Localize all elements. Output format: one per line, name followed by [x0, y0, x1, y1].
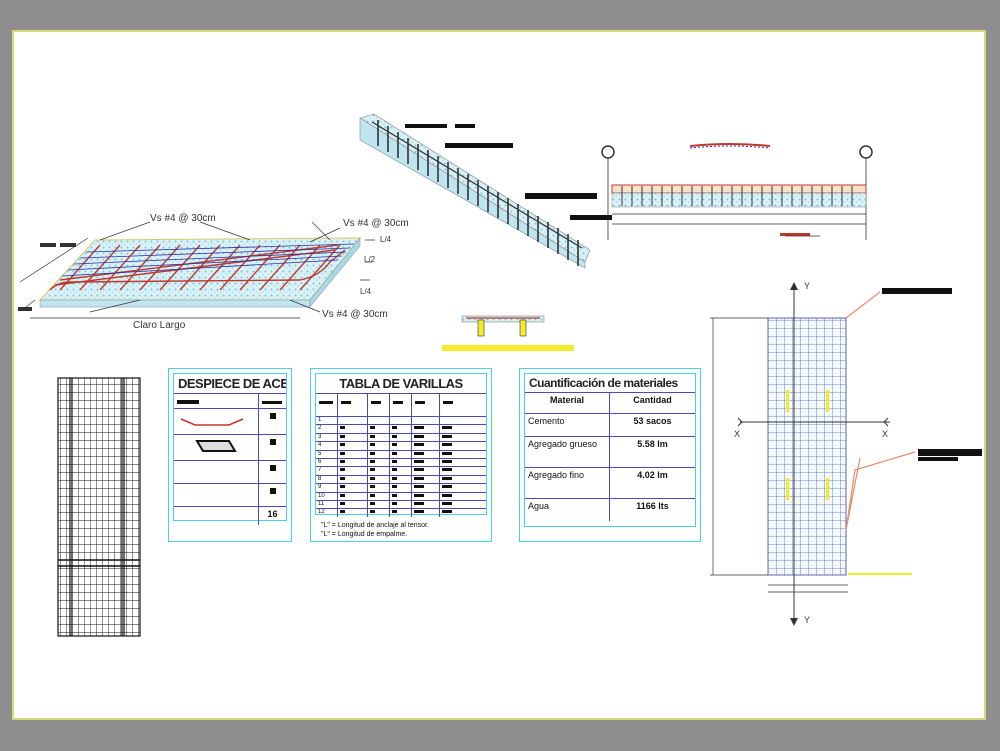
material-agregado-fino: Agregado fino	[525, 468, 610, 498]
varillas-row-number: 7	[316, 467, 338, 475]
varillas-row-number: 11	[316, 500, 338, 509]
varillas-row: 4	[316, 442, 486, 451]
materiales-table: Cuantificación de materiales Material Ca…	[519, 368, 701, 542]
varillas-row-number: 5	[316, 450, 338, 458]
material-agregado-grueso: Agregado grueso	[525, 437, 610, 467]
varillas-row: 2	[316, 425, 486, 434]
varillas-row-number: 10	[316, 492, 338, 500]
varillas-row: 9	[316, 484, 486, 493]
varillas-row: 10	[316, 492, 486, 501]
bent-bar-icon	[180, 418, 244, 426]
label-vs-bottom: Vs #4 @ 30cm	[322, 309, 388, 320]
label-claro-largo: Claro Largo	[133, 320, 186, 331]
varillas-header-row	[316, 394, 486, 417]
slab-isometric-view	[18, 221, 375, 319]
materiales-title: Cuantificación de materiales	[525, 374, 695, 393]
varillas-row-number: 12	[316, 509, 338, 517]
cantidad-agregado-grueso: 5.58 lm	[637, 439, 668, 449]
despiece-title: DESPIECE DE ACERO	[174, 374, 286, 394]
label-l2: L/2	[364, 255, 376, 264]
despiece-table: DESPIECE DE ACERO 16	[168, 368, 292, 542]
varillas-row: 6	[316, 458, 486, 468]
varillas-row: 12	[316, 509, 486, 517]
varillas-row-number: 1	[316, 417, 338, 425]
despiece-last-mark: 16	[267, 509, 278, 519]
beam-elevation-section	[601, 143, 873, 240]
cantidad-agua: 1166 lts	[636, 501, 669, 511]
stirrup-icon	[195, 440, 237, 452]
varillas-note-2: "L" = Longitud de empalme.	[321, 531, 408, 538]
axis-label-y-bottom: Y	[804, 615, 811, 625]
varillas-row: 8	[316, 475, 486, 485]
varillas-note-1: "L" = Longitud de anclaje al tensor.	[321, 522, 429, 529]
label-l4-bottom: L/4	[360, 287, 372, 296]
column-reinforcement-grid	[57, 377, 141, 637]
material-cemento: Cemento	[525, 414, 610, 436]
varillas-row: 11	[316, 500, 486, 510]
varillas-row: 5	[316, 450, 486, 459]
beam-diagonal-view	[359, 113, 612, 269]
cantidad-cemento: 53 sacos	[633, 416, 672, 426]
axis-label-y-top: Y	[804, 281, 811, 291]
varillas-row: 1	[316, 417, 486, 426]
cantidad-agregado-fino: 4.02 lm	[637, 470, 668, 480]
small-cross-section-detail	[442, 315, 574, 351]
axis-label-x-left: X	[734, 429, 741, 439]
varillas-row-number: 3	[316, 433, 338, 442]
label-vs-right: Vs #4 @ 30cm	[343, 218, 409, 229]
slab-plan-grid	[710, 282, 982, 626]
materiales-header-material: Material	[525, 393, 610, 413]
varillas-row-number: 9	[316, 484, 338, 492]
varillas-row-number: 6	[316, 458, 338, 467]
axis-label-x-right: X	[882, 429, 889, 439]
label-vs-top: Vs #4 @ 30cm	[150, 213, 216, 224]
materiales-header-cantidad: Cantidad	[633, 395, 672, 405]
varillas-row-number: 2	[316, 425, 338, 433]
varillas-row-number: 4	[316, 442, 338, 450]
varillas-title: TABLA DE VARILLAS	[316, 374, 486, 394]
varillas-row: 3	[316, 433, 486, 443]
varillas-row: 7	[316, 467, 486, 476]
label-l4-top: L/4	[380, 235, 392, 244]
varillas-row-number: 8	[316, 475, 338, 484]
material-agua: Agua	[525, 499, 610, 521]
